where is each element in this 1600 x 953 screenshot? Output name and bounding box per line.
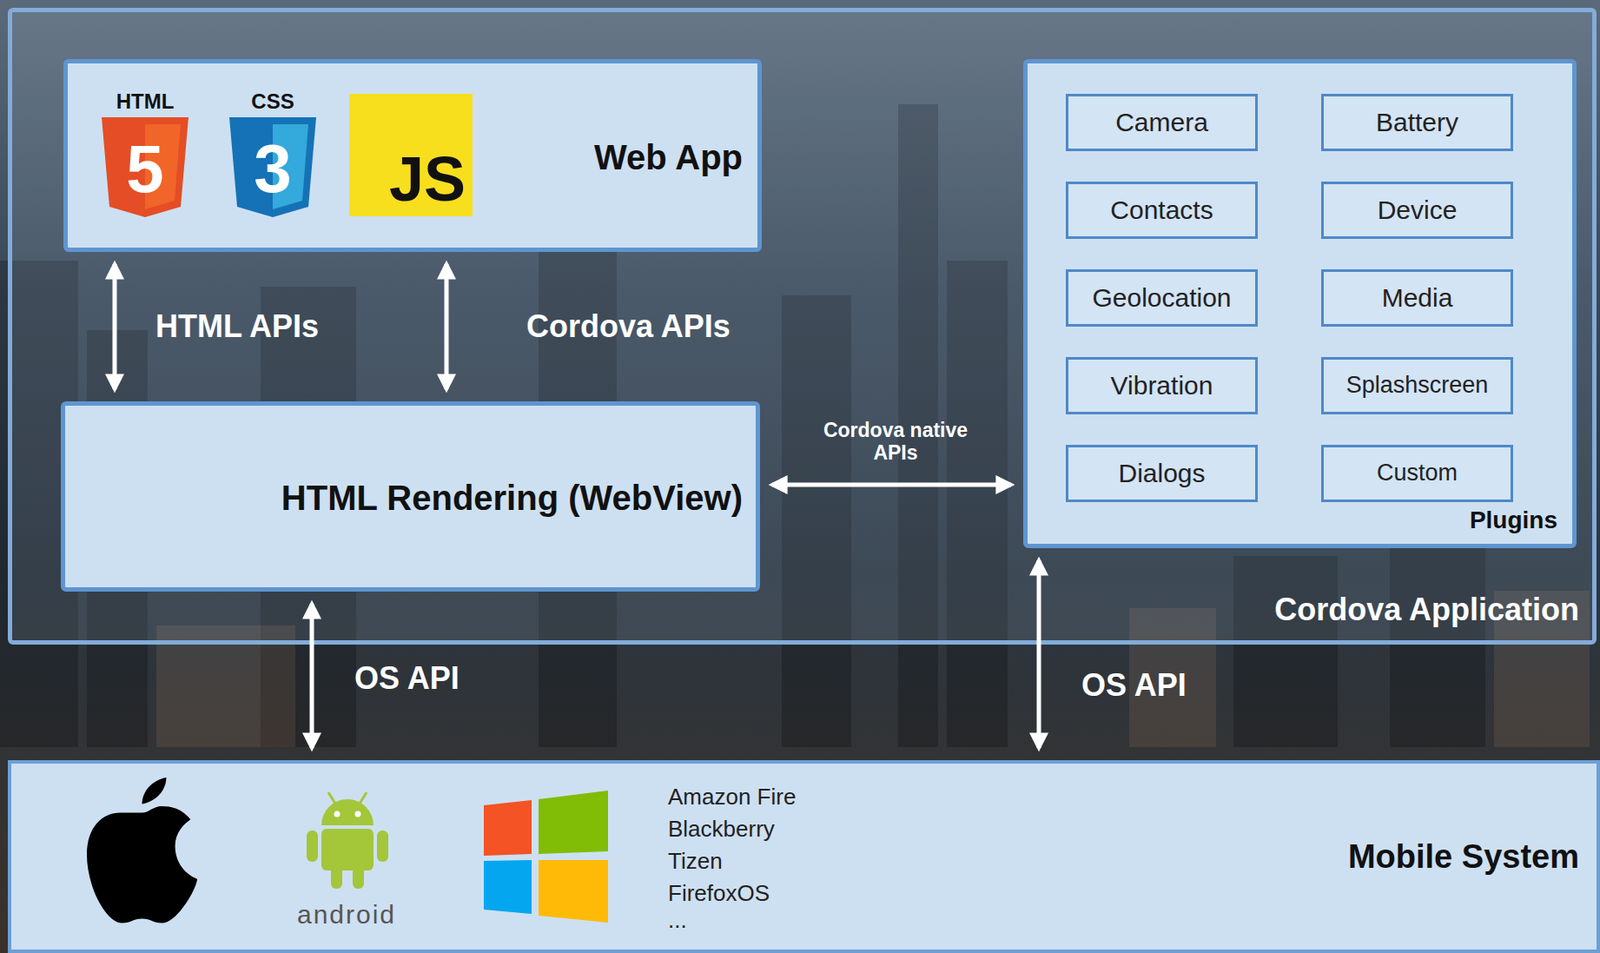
plugin-name: Splashscreen bbox=[1346, 371, 1489, 399]
plugin-name: Media bbox=[1381, 283, 1454, 314]
plugin-box: Battery bbox=[1321, 93, 1514, 152]
box-title: HTML Rendering (WebView) bbox=[281, 477, 743, 518]
plugin-name: Geolocation bbox=[1091, 283, 1231, 314]
api-label: Cordova APIs bbox=[526, 308, 731, 344]
panel-title: Cordova Application bbox=[1274, 591, 1580, 628]
double-arrow bbox=[444, 264, 450, 390]
plugins-box: Plugins Camera BatteryContacts DeviceGeoloc… bbox=[1023, 59, 1577, 549]
platform-name: ... bbox=[667, 907, 688, 934]
webview-box: HTML Rendering (WebView) bbox=[60, 401, 761, 592]
logo-numeral: 5 bbox=[125, 130, 164, 209]
plugin-box: Dialogs bbox=[1065, 444, 1258, 503]
windows-tile bbox=[538, 790, 609, 854]
platform-name: Tizen bbox=[667, 848, 723, 875]
plugin-box: Geolocation bbox=[1065, 269, 1258, 327]
android-eye bbox=[334, 811, 341, 818]
logo-wordmark: android bbox=[297, 899, 397, 931]
css3-shield bbox=[229, 117, 317, 218]
windows-tile bbox=[483, 859, 532, 914]
platform-name: Amazon Fire bbox=[667, 784, 796, 811]
android-eye bbox=[355, 811, 362, 818]
plugin-box: Device bbox=[1321, 181, 1514, 239]
plugin-box: Splashscreen bbox=[1321, 357, 1514, 415]
plugin-box: Vibration bbox=[1065, 357, 1258, 415]
api-label: Cordova native APIs bbox=[804, 418, 987, 465]
api-label: HTML APIs bbox=[155, 308, 319, 344]
double-arrow bbox=[1037, 560, 1042, 748]
logo-numeral: 3 bbox=[253, 130, 291, 209]
logo-caption: CSS bbox=[251, 89, 294, 114]
platform-name: FirefoxOS bbox=[667, 880, 770, 907]
double-arrow bbox=[310, 603, 315, 748]
plugin-name: Contacts bbox=[1110, 195, 1213, 226]
html5-shield bbox=[101, 117, 189, 218]
android-arm bbox=[306, 830, 318, 862]
android-leg bbox=[352, 864, 364, 889]
double-arrow bbox=[772, 482, 1012, 488]
plugin-box: Media bbox=[1321, 269, 1514, 327]
platform-name: Blackberry bbox=[667, 816, 775, 843]
mobile-system-band: Amazon FireBlackberryTizenFirefoxOS... Mo… bbox=[7, 760, 1600, 953]
plugin-name: Custom bbox=[1376, 459, 1458, 487]
android-leg bbox=[330, 864, 343, 889]
api-label: OS API bbox=[1081, 667, 1187, 703]
logo-caption: HTML bbox=[116, 89, 175, 114]
plugin-box: Contacts bbox=[1065, 181, 1258, 239]
plugin-box: Custom bbox=[1321, 444, 1514, 503]
windows-tile bbox=[538, 859, 609, 923]
plugin-name: Camera bbox=[1115, 107, 1209, 139]
api-label: OS API bbox=[354, 660, 460, 696]
js-square bbox=[349, 93, 473, 217]
logo-text: JS bbox=[389, 143, 466, 216]
double-arrow bbox=[112, 264, 118, 390]
android-body bbox=[321, 828, 374, 871]
plugin-name: Device bbox=[1377, 195, 1458, 226]
band-title: Mobile System bbox=[1348, 838, 1580, 877]
android-arm bbox=[376, 830, 389, 862]
plugin-name: Vibration bbox=[1110, 370, 1214, 402]
box-title: Web App bbox=[594, 137, 743, 178]
plugin-name: Battery bbox=[1375, 107, 1459, 139]
plugin-name: Dialogs bbox=[1117, 458, 1205, 490]
plugin-box: Camera bbox=[1065, 93, 1258, 152]
windows-tile bbox=[483, 800, 532, 856]
group-title: Plugins bbox=[1469, 506, 1558, 535]
